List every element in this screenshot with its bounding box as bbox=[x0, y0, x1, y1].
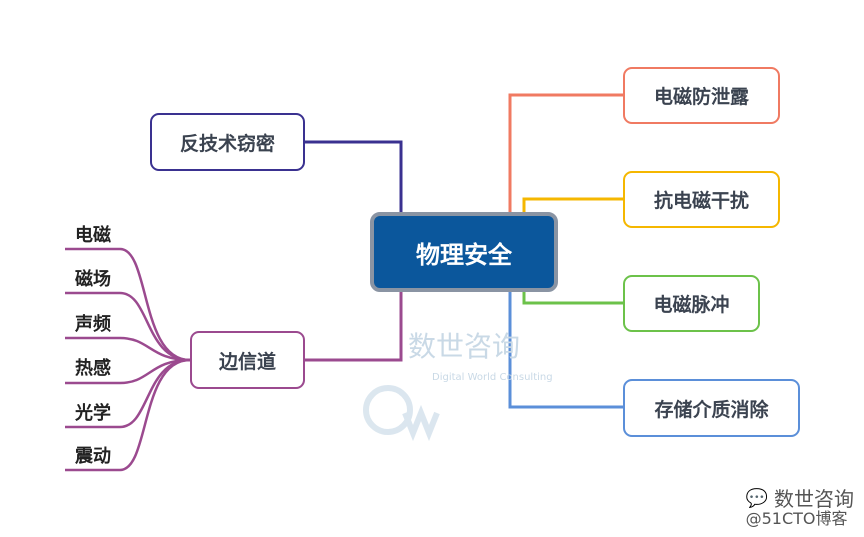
wechat-icon: 💬 bbox=[745, 488, 768, 509]
watermark-cn: 数世咨询 bbox=[408, 330, 521, 363]
node-side-channel[interactable]: 边信道 bbox=[190, 331, 305, 389]
leaf-vibration: 震动 bbox=[75, 446, 111, 467]
connector-em-leak bbox=[508, 93, 623, 212]
leaf-line bbox=[65, 336, 191, 362]
footer: 💬 数世咨询 @51CTO博客 bbox=[746, 489, 854, 529]
connector-media-erase bbox=[508, 292, 623, 409]
node-anti-em-interference[interactable]: 抗电磁干扰 bbox=[623, 171, 780, 228]
connector-side-channel bbox=[305, 292, 403, 362]
node-anti-tech-theft[interactable]: 反技术窃密 bbox=[150, 113, 305, 171]
leaf-line bbox=[65, 291, 191, 362]
watermark-logo bbox=[363, 385, 440, 442]
watermark-en: Digital World Consulting bbox=[432, 372, 553, 383]
leaf-line bbox=[65, 358, 191, 472]
leaf-em: 电磁 bbox=[75, 225, 111, 246]
footer-brand: 数世咨询 bbox=[774, 487, 854, 511]
connector-em-pulse bbox=[522, 292, 623, 305]
node-em-pulse[interactable]: 电磁脉冲 bbox=[623, 275, 760, 332]
leaf-thermal: 热感 bbox=[75, 358, 111, 379]
connector-anti-tech bbox=[305, 140, 403, 212]
leaf-magnetic: 磁场 bbox=[75, 269, 111, 290]
leaf-optical: 光学 bbox=[75, 403, 111, 424]
connector-em-interference bbox=[522, 197, 623, 212]
node-em-leak-prevention[interactable]: 电磁防泄露 bbox=[623, 67, 780, 124]
leaf-line bbox=[65, 247, 191, 362]
center-node[interactable]: 物理安全 bbox=[370, 212, 558, 292]
footer-source: @51CTO博客 bbox=[745, 509, 848, 528]
node-media-erasure[interactable]: 存储介质消除 bbox=[623, 379, 800, 437]
leaf-audio: 声频 bbox=[75, 314, 111, 335]
